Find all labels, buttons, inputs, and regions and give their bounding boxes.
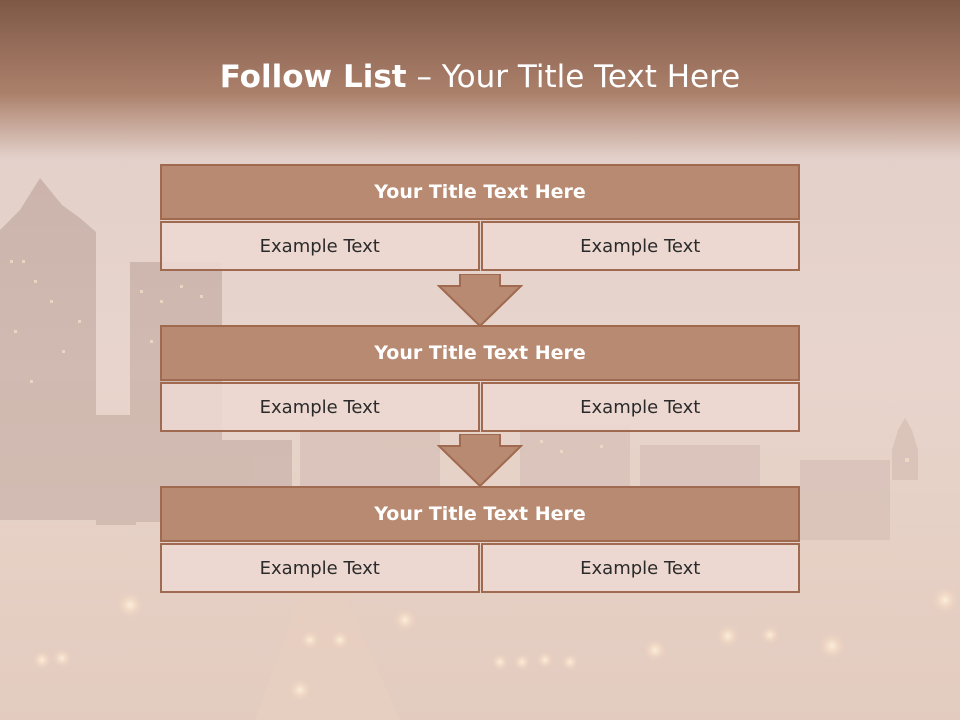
slide-title: Follow List – Your Title Text Here	[0, 52, 960, 102]
down-arrow-icon	[437, 274, 523, 328]
block-row: Example Text Example Text	[160, 382, 800, 432]
down-arrow-icon	[437, 434, 523, 488]
block-cell-left: Example Text	[160, 543, 480, 593]
block-heading: Your Title Text Here	[160, 164, 800, 220]
block-cell-right: Example Text	[480, 382, 800, 432]
block-cell-left: Example Text	[160, 382, 480, 432]
title-bold-part: Follow List	[219, 59, 407, 95]
block-cell-right: Example Text	[480, 543, 800, 593]
block-row: Example Text Example Text	[160, 543, 800, 593]
flow-block-2: Your Title Text Here Example Text Exampl…	[160, 325, 800, 432]
flow-block-3: Your Title Text Here Example Text Exampl…	[160, 486, 800, 593]
block-heading: Your Title Text Here	[160, 486, 800, 542]
block-heading: Your Title Text Here	[160, 325, 800, 381]
block-cell-right: Example Text	[480, 221, 800, 271]
block-row: Example Text Example Text	[160, 221, 800, 271]
title-rest-part: – Your Title Text Here	[406, 59, 741, 95]
flow-block-1: Your Title Text Here Example Text Exampl…	[160, 164, 800, 271]
block-cell-left: Example Text	[160, 221, 480, 271]
